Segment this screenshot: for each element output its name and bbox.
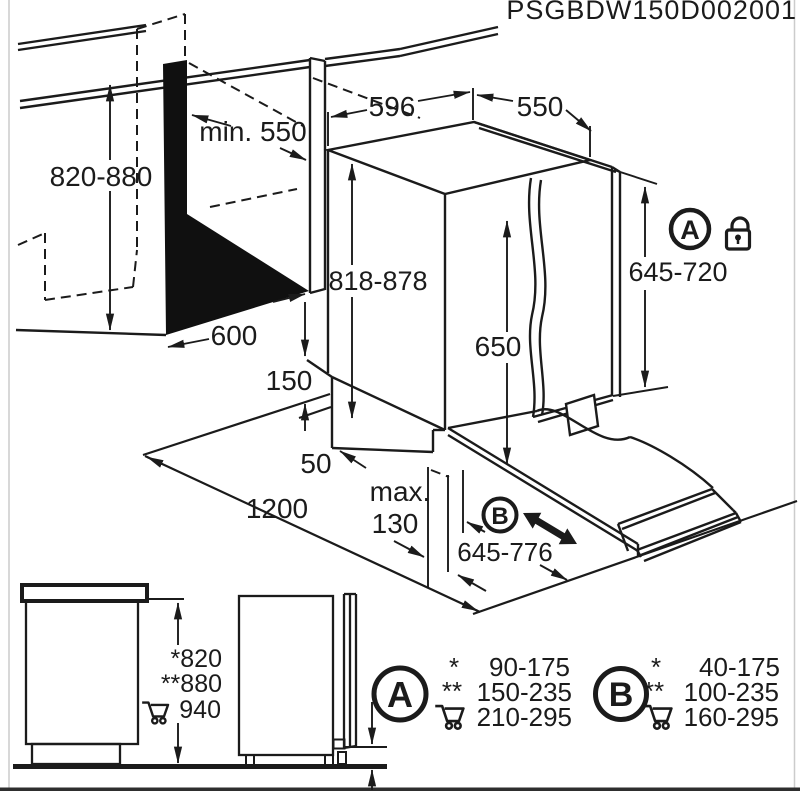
dim-base-recess: 50 bbox=[300, 448, 331, 479]
table-b: B * 40-175 ** 100-235 160-295 bbox=[593, 652, 780, 732]
table-a-value-3: 210-295 bbox=[477, 702, 572, 732]
dim-front-clearance: 1200 bbox=[246, 493, 308, 524]
dim-plinth-max-label: max. bbox=[370, 476, 431, 507]
side-view-dimensions: *820 **880 940 bbox=[140, 645, 222, 725]
dim-plinth-max-value: 130 bbox=[372, 508, 419, 539]
side-dim-row-1: *820 bbox=[171, 645, 222, 673]
table-a-prefix-2: ** bbox=[442, 676, 462, 706]
table-b-value-1: 40-175 bbox=[699, 652, 780, 682]
dimension-lines bbox=[105, 84, 669, 612]
dim-door-height: 650 bbox=[475, 331, 522, 362]
dim-panel-height: 645-720 bbox=[628, 257, 727, 287]
worktop-and-niche bbox=[15, 23, 499, 378]
furniture-door-panel bbox=[473, 120, 622, 437]
ref-b-circle bbox=[481, 496, 519, 534]
dim-appliance-depth: 550 bbox=[517, 91, 564, 122]
table-b-prefix-2: ** bbox=[644, 676, 664, 706]
ref-a-circle bbox=[668, 207, 712, 251]
side-dim-row-3: 940 bbox=[179, 696, 221, 724]
lock-icon bbox=[724, 216, 752, 251]
table-a-value-2: 150-235 bbox=[477, 677, 572, 707]
side-view-cabinet bbox=[20, 583, 184, 766]
dim-appliance-height: 818-878 bbox=[328, 266, 427, 296]
dimension-labels: PSGBDW150D002001 820-880 min. 550 600 59… bbox=[50, 0, 797, 567]
ref-b-letter: B bbox=[491, 503, 508, 530]
dim-niche-width: 600 bbox=[211, 320, 258, 351]
table-b-letter: B bbox=[609, 676, 634, 714]
cart-icon bbox=[433, 704, 465, 730]
table-b-prefix-1: * bbox=[651, 652, 661, 682]
diagram-title: PSGBDW150D002001 bbox=[506, 0, 797, 25]
dim-niche-height: 820-880 bbox=[50, 161, 153, 192]
slide-double-arrow-icon bbox=[523, 512, 577, 545]
side-dim-row-2: **880 bbox=[161, 670, 222, 698]
table-b-circle bbox=[593, 666, 649, 722]
cart-icon bbox=[140, 701, 170, 725]
table-b-value-3: 160-295 bbox=[684, 702, 779, 732]
table-a-circle bbox=[371, 665, 429, 723]
door-bottom-tab bbox=[564, 393, 600, 437]
ref-a-letter: A bbox=[680, 215, 700, 245]
table-a: A * 90-175 ** 150-235 210-295 bbox=[371, 652, 572, 732]
dishwasher-body bbox=[323, 120, 595, 454]
dim-door-reach: 645-776 bbox=[457, 537, 552, 567]
table-a-letter: A bbox=[387, 674, 413, 715]
table-a-value-1: 90-175 bbox=[489, 652, 570, 682]
dim-niche-min-depth: min. 550 bbox=[199, 116, 306, 147]
dim-appliance-width: 596 bbox=[369, 91, 416, 122]
dim-plinth-gap: 150 bbox=[266, 365, 313, 396]
side-view-dishwasher bbox=[237, 592, 387, 790]
reference-badges: A B bbox=[481, 207, 752, 545]
table-a-prefix-1: * bbox=[449, 652, 459, 682]
floor-plane bbox=[142, 392, 798, 616]
niche-shadow bbox=[163, 60, 309, 335]
cart-icon bbox=[641, 704, 673, 730]
table-b-value-2: 100-235 bbox=[684, 677, 779, 707]
